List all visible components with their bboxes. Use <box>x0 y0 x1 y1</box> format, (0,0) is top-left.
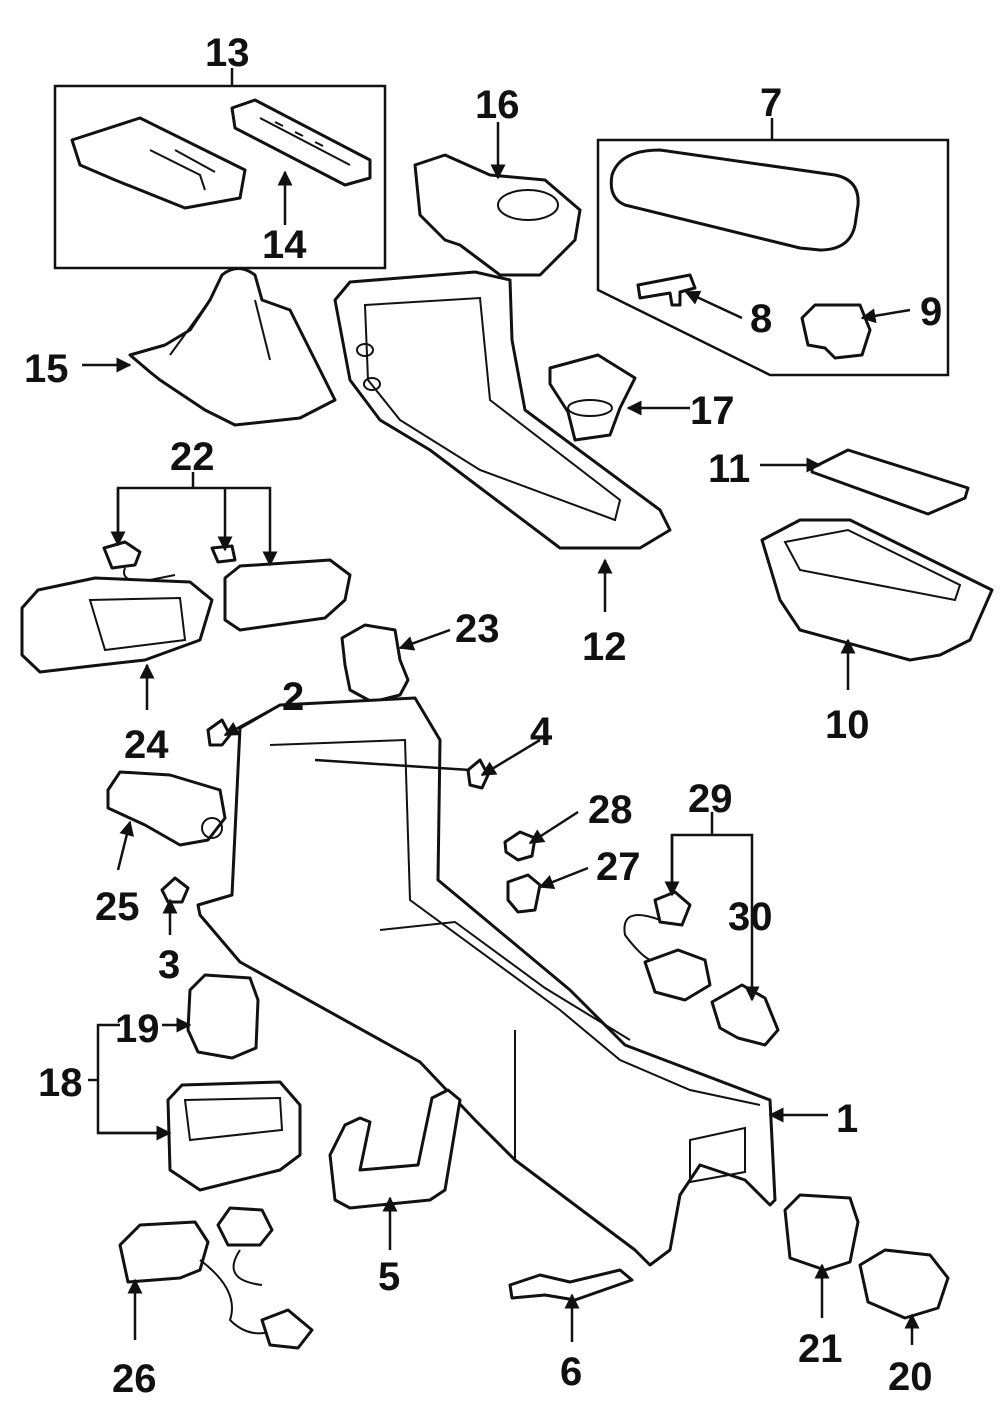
callout-12: 12 <box>582 625 627 669</box>
part-13-shift-plate <box>70 116 247 210</box>
callout-30: 30 <box>728 895 773 939</box>
part-12-console-panel <box>333 270 672 550</box>
callout-14: 14 <box>262 223 307 267</box>
part-11-mat <box>810 448 970 516</box>
part-16-bracket <box>413 153 582 277</box>
callout-25: 25 <box>95 885 140 929</box>
part-17-cup-holder <box>548 353 637 442</box>
callout-26: 26 <box>112 1357 157 1401</box>
callout-22: 22 <box>170 435 215 479</box>
part-25-switch-assembly <box>106 770 227 847</box>
callout-29: 29 <box>688 777 733 821</box>
part-14-indicator-housing <box>230 98 372 187</box>
leader-lines <box>82 68 920 1345</box>
part-9-lock <box>800 303 872 360</box>
part-27-switch <box>506 873 542 914</box>
callout-11: 11 <box>708 447 750 491</box>
callout-4: 4 <box>530 710 553 754</box>
part-18-switch-unit <box>166 1080 302 1192</box>
part-7-console-lid <box>609 148 860 252</box>
group-box-7 <box>596 138 950 377</box>
part-1-console-body <box>196 696 777 1267</box>
part-8-latch <box>636 273 697 307</box>
part-19-housing <box>186 973 260 1060</box>
callout-23: 23 <box>455 607 500 651</box>
part-29-lighter-harness <box>623 890 712 1002</box>
callout-15: 15 <box>24 347 69 391</box>
part-15-shift-boot <box>128 267 337 427</box>
callout-19: 19 <box>115 1007 160 1051</box>
callout-27: 27 <box>596 845 641 889</box>
callout-21: 21 <box>798 1327 843 1371</box>
callout-16: 16 <box>475 83 520 127</box>
part-30-lighter <box>710 983 780 1047</box>
part-28-switch <box>503 830 537 862</box>
callout-10: 10 <box>825 703 870 747</box>
callout-13: 13 <box>205 31 250 75</box>
part-10-console-box <box>760 518 994 662</box>
callout-7: 7 <box>760 81 782 125</box>
callout-8: 8 <box>750 297 772 341</box>
part-2-clip <box>206 718 232 747</box>
callout-3: 3 <box>158 943 180 987</box>
callout-2: 2 <box>282 675 304 719</box>
part-21-pocket <box>783 1193 860 1272</box>
callout-5: 5 <box>378 1255 400 1299</box>
group-box-13 <box>53 84 387 270</box>
callout-20: 20 <box>888 1355 933 1399</box>
part-6-stay <box>508 1268 634 1302</box>
part-26-switch-harness <box>118 1206 314 1350</box>
callout-18: 18 <box>38 1061 83 1105</box>
part-5-bracket <box>328 1088 462 1210</box>
callout-9: 9 <box>920 290 942 334</box>
callout-17: 17 <box>690 389 735 433</box>
callout-labels: 1 2 3 4 5 6 7 8 9 10 11 12 13 14 15 16 1… <box>24 31 942 1401</box>
part-20-cover <box>858 1248 950 1320</box>
callout-1: 1 <box>836 1097 858 1141</box>
part-23-switch <box>340 623 410 704</box>
callout-24: 24 <box>124 723 169 767</box>
part-3-clip <box>160 876 190 904</box>
callout-6: 6 <box>560 1350 582 1394</box>
part-24-bezel <box>20 576 214 674</box>
callout-28: 28 <box>588 788 633 832</box>
